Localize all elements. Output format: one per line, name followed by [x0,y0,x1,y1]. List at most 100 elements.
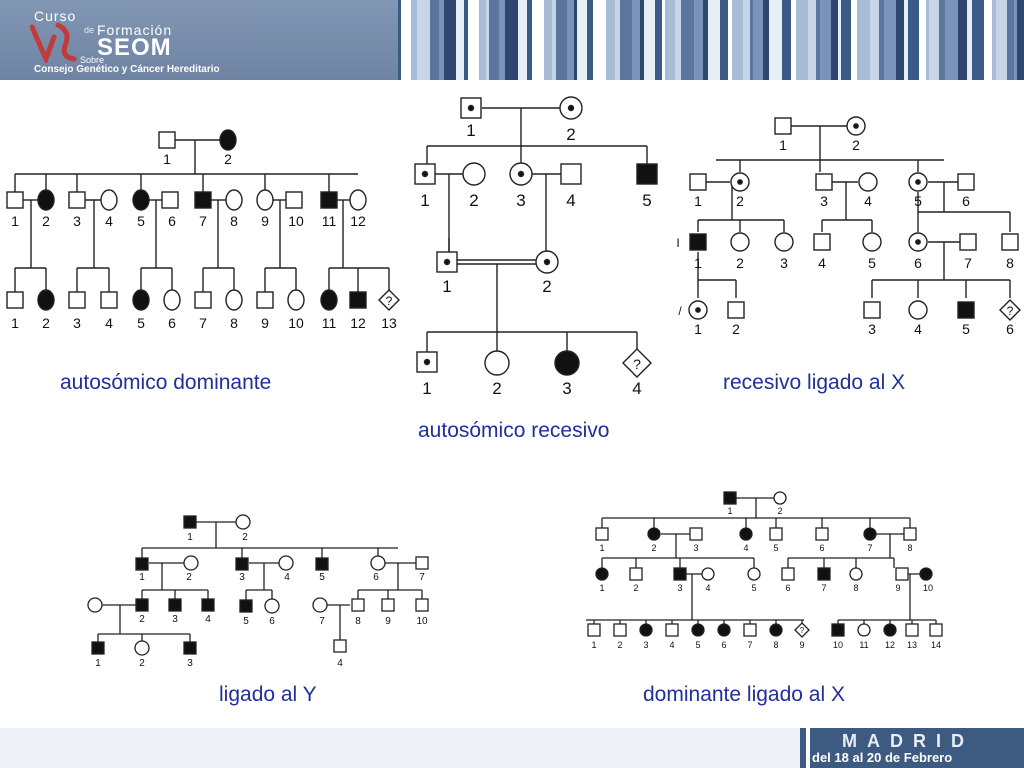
svg-text:9: 9 [799,640,804,650]
header-stripe [870,0,879,80]
logo-de-text: de [84,25,95,35]
svg-text:6: 6 [168,315,176,331]
header-stripe [632,0,640,80]
seom-logo-icon [30,23,77,63]
svg-text:1: 1 [95,658,101,669]
svg-text:6: 6 [819,543,824,553]
logo-curso-text: Curso [34,8,77,24]
svg-text:10: 10 [923,583,933,593]
svg-text:2: 2 [633,583,638,593]
svg-text:1: 1 [599,583,604,593]
logo-formacion-text: Formación [97,22,173,38]
header-stripe [791,0,796,80]
header-stripe [662,0,665,80]
svg-text:11: 11 [859,640,868,650]
svg-text:4: 4 [337,658,343,669]
header-stripe [929,0,939,80]
header-stripe [456,0,464,80]
svg-text:5: 5 [962,321,970,337]
svg-text:1: 1 [422,379,431,396]
header-stripe [532,0,544,80]
header-stripe [808,0,816,80]
svg-text:9: 9 [261,315,269,331]
svg-text:1: 1 [187,532,193,543]
svg-text:?: ? [386,294,393,308]
svg-text:1: 1 [591,640,596,650]
header-stripe [675,0,681,80]
svg-text:4: 4 [284,572,290,583]
svg-text:12: 12 [350,213,366,229]
svg-text:8: 8 [230,315,238,331]
svg-text:5: 5 [243,616,249,627]
svg-text:5: 5 [914,193,922,209]
header-stripe [444,0,456,80]
header-stripe [820,0,831,80]
header-stripe [468,0,479,80]
svg-text:1: 1 [694,321,702,337]
header-stripe [681,0,694,80]
svg-text:3: 3 [643,640,648,650]
svg-text:6: 6 [373,572,379,583]
svg-text:2: 2 [224,151,232,167]
svg-text:2: 2 [186,572,192,583]
svg-text:2: 2 [42,213,50,229]
svg-text:7: 7 [319,616,325,627]
header-stripe [1017,0,1024,80]
svg-text:9: 9 [385,616,391,627]
header-stripe [857,0,870,80]
svg-text:1: 1 [442,277,451,296]
svg-text:2: 2 [736,255,744,271]
header-stripe [398,0,401,80]
svg-text:4: 4 [705,583,710,593]
header-stripe [919,0,926,80]
svg-text:10: 10 [288,213,304,229]
header-stripe [984,0,992,80]
svg-text:4: 4 [105,315,113,331]
label-x-linked-dominant: dominante ligado al X [643,683,845,706]
header-stripe [574,0,577,80]
header-stripe [479,0,486,80]
svg-text:12: 12 [350,315,366,331]
svg-text:4: 4 [105,213,113,229]
svg-text:2: 2 [42,315,50,331]
label-autosomal-recessive: autosómico recesivo [418,419,610,442]
header-stripe [417,0,430,80]
header-stripe [552,0,556,80]
svg-text:/: / [678,304,682,318]
svg-text:4: 4 [205,614,211,625]
svg-text:3: 3 [693,543,698,553]
svg-text:2: 2 [542,277,551,296]
header-stripe [544,0,552,80]
svg-text:8: 8 [230,213,238,229]
header-stripe [556,0,567,80]
header-stripe [505,0,518,80]
svg-text:8: 8 [773,640,778,650]
svg-text:3: 3 [73,315,81,331]
svg-text:10: 10 [416,616,428,627]
header-stripe [958,0,967,80]
svg-text:2: 2 [492,379,501,396]
header-stripe [884,0,896,80]
svg-text:14: 14 [931,640,941,650]
header-stripe [972,0,984,80]
course-logo: Curso de Formación SEOM Sobre Consejo Ge… [0,0,398,80]
svg-text:7: 7 [199,213,207,229]
svg-text:6: 6 [785,583,790,593]
svg-text:2: 2 [566,125,575,144]
svg-text:13: 13 [907,640,917,650]
svg-text:12: 12 [885,640,895,650]
svg-text:1: 1 [694,255,702,271]
label-autosomal-dominant: autosómico dominante [60,371,272,394]
svg-text:3: 3 [562,379,571,396]
footer-stripes [0,728,1024,768]
header-stripe [401,0,411,80]
svg-text:10: 10 [288,315,304,331]
svg-text:4: 4 [914,321,922,337]
header-stripe [720,0,728,80]
header-stripe [967,0,972,80]
header-stripe [1007,0,1014,80]
svg-text:3: 3 [239,572,245,583]
svg-text:3: 3 [73,213,81,229]
